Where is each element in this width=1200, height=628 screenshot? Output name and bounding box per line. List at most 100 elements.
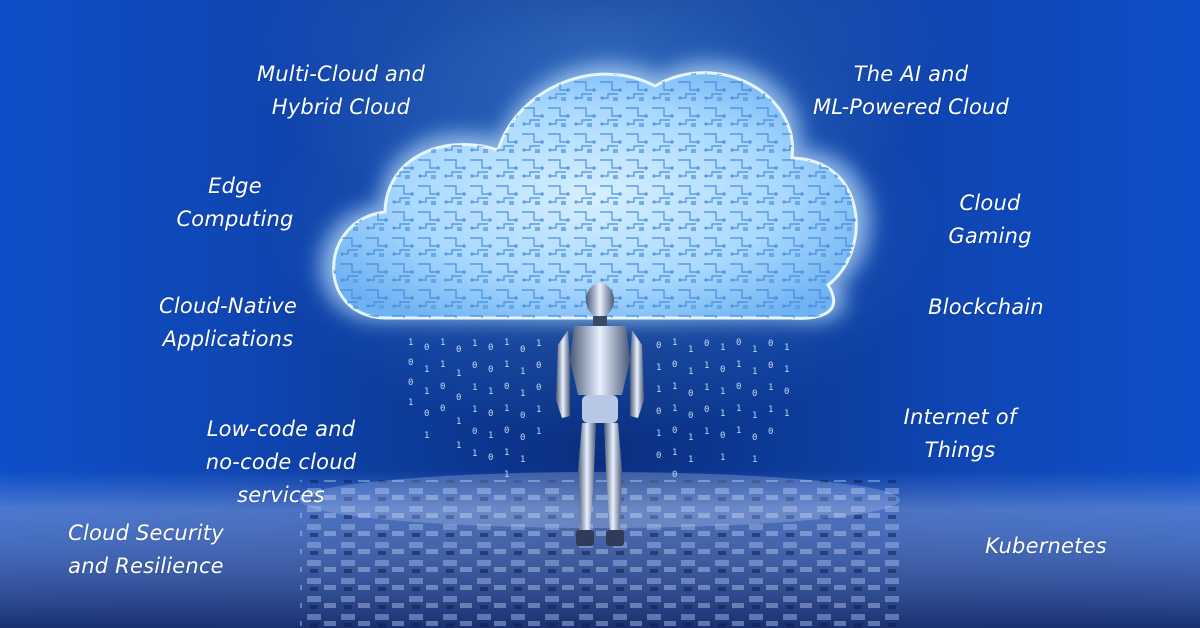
svg-text:1: 1 bbox=[736, 426, 741, 436]
svg-text:1: 1 bbox=[424, 365, 429, 375]
topic-line: ML-Powered Cloud bbox=[812, 95, 1010, 119]
svg-text:1: 1 bbox=[472, 383, 477, 393]
svg-text:1: 1 bbox=[736, 360, 741, 370]
svg-text:1: 1 bbox=[408, 398, 413, 408]
svg-text:1: 1 bbox=[688, 433, 693, 443]
svg-text:1: 1 bbox=[672, 338, 677, 348]
svg-text:1: 1 bbox=[704, 427, 709, 437]
svg-text:1: 1 bbox=[656, 363, 661, 373]
svg-text:0: 0 bbox=[752, 433, 757, 443]
topic-line: Computing bbox=[176, 207, 294, 231]
topic-line: Things bbox=[924, 438, 996, 462]
svg-text:1: 1 bbox=[424, 387, 429, 397]
topic-line: Low-code and bbox=[206, 417, 356, 441]
svg-text:1: 1 bbox=[488, 387, 493, 397]
svg-text:0: 0 bbox=[440, 404, 445, 414]
svg-text:1: 1 bbox=[504, 448, 509, 458]
svg-text:1: 1 bbox=[536, 339, 541, 349]
svg-text:1: 1 bbox=[456, 369, 461, 379]
svg-text:1: 1 bbox=[720, 453, 725, 463]
svg-text:0: 0 bbox=[488, 343, 493, 353]
svg-text:0: 0 bbox=[472, 361, 477, 371]
svg-text:1: 1 bbox=[704, 361, 709, 371]
topic-iot: Internet of Things bbox=[890, 401, 1030, 467]
topic-blockchain: Blockchain bbox=[912, 291, 1060, 324]
svg-text:0: 0 bbox=[768, 361, 773, 371]
svg-text:1: 1 bbox=[536, 427, 541, 437]
svg-text:1: 1 bbox=[672, 404, 677, 414]
topic-multi-cloud: Multi-Cloud and Hybrid Cloud bbox=[244, 58, 438, 124]
svg-text:1: 1 bbox=[656, 429, 661, 439]
svg-text:0: 0 bbox=[736, 382, 741, 392]
svg-text:0: 0 bbox=[488, 365, 493, 375]
svg-text:0: 0 bbox=[656, 341, 661, 351]
topic-line: Kubernetes bbox=[985, 534, 1107, 558]
topic-line: no-code cloud bbox=[205, 450, 357, 474]
svg-text:1: 1 bbox=[768, 383, 773, 393]
topic-line: Multi-Cloud and bbox=[256, 62, 426, 86]
svg-text:1: 1 bbox=[704, 383, 709, 393]
svg-text:1: 1 bbox=[408, 338, 413, 348]
svg-text:0: 0 bbox=[656, 407, 661, 417]
svg-text:0: 0 bbox=[424, 343, 429, 353]
topic-line: services bbox=[237, 483, 325, 507]
svg-text:0: 0 bbox=[488, 453, 493, 463]
svg-text:1: 1 bbox=[656, 385, 661, 395]
svg-text:0: 0 bbox=[408, 378, 413, 388]
svg-text:1: 1 bbox=[472, 449, 477, 459]
svg-text:0: 0 bbox=[752, 389, 757, 399]
svg-text:1: 1 bbox=[720, 343, 725, 353]
topic-low-code: Low-code and no-code cloud services bbox=[188, 413, 374, 512]
svg-text:1: 1 bbox=[784, 365, 789, 375]
svg-text:0: 0 bbox=[520, 433, 525, 443]
topic-line: Edge bbox=[208, 174, 262, 198]
topic-ai-ml: The AI and ML-Powered Cloud bbox=[798, 58, 1024, 124]
svg-text:0: 0 bbox=[456, 393, 461, 403]
svg-text:0: 0 bbox=[440, 382, 445, 392]
topic-kubernetes: Kubernetes bbox=[972, 530, 1120, 563]
binary-rain: 1 0 0 1 0 1 1 0 1 1 1 0 0 0 1 0 1 1 1 0 1 1 0 1 0 0 1 0 1 0 1 1 0 1… bbox=[408, 338, 789, 480]
svg-text:1: 1 bbox=[472, 339, 477, 349]
svg-text:0: 0 bbox=[520, 345, 525, 355]
svg-text:1: 1 bbox=[520, 389, 525, 399]
svg-text:1: 1 bbox=[456, 441, 461, 451]
svg-text:1: 1 bbox=[536, 405, 541, 415]
svg-text:1: 1 bbox=[752, 455, 757, 465]
svg-text:0: 0 bbox=[672, 426, 677, 436]
svg-text:1: 1 bbox=[440, 338, 445, 348]
svg-text:1: 1 bbox=[672, 382, 677, 392]
svg-text:1: 1 bbox=[752, 345, 757, 355]
humanoid-robot bbox=[556, 283, 644, 546]
svg-text:1: 1 bbox=[752, 411, 757, 421]
topic-line: Internet of bbox=[903, 405, 1017, 429]
svg-text:1: 1 bbox=[688, 345, 693, 355]
svg-text:1: 1 bbox=[424, 431, 429, 441]
topic-line: Cloud Security bbox=[68, 521, 224, 545]
svg-text:1: 1 bbox=[488, 431, 493, 441]
svg-text:0: 0 bbox=[704, 339, 709, 349]
svg-text:0: 0 bbox=[704, 405, 709, 415]
svg-text:1: 1 bbox=[456, 417, 461, 427]
svg-text:1: 1 bbox=[688, 455, 693, 465]
svg-text:1: 1 bbox=[688, 367, 693, 377]
topic-cloud-security: Cloud Security and Resilience bbox=[56, 517, 236, 583]
svg-text:0: 0 bbox=[656, 451, 661, 461]
svg-text:0: 0 bbox=[488, 409, 493, 419]
svg-text:1: 1 bbox=[504, 360, 509, 370]
svg-text:1: 1 bbox=[520, 455, 525, 465]
topic-cloud-gaming: Cloud Gaming bbox=[930, 187, 1050, 253]
svg-text:1: 1 bbox=[440, 360, 445, 370]
svg-text:1: 1 bbox=[504, 404, 509, 414]
svg-text:0: 0 bbox=[720, 365, 725, 375]
topic-line: Cloud-Native bbox=[159, 294, 297, 318]
svg-text:1: 1 bbox=[720, 387, 725, 397]
svg-text:0: 0 bbox=[768, 427, 773, 437]
svg-text:0: 0 bbox=[536, 383, 541, 393]
svg-text:0: 0 bbox=[504, 382, 509, 392]
svg-text:0: 0 bbox=[472, 427, 477, 437]
svg-text:0: 0 bbox=[536, 361, 541, 371]
topic-cloud-native: Cloud-Native Applications bbox=[140, 290, 316, 356]
svg-text:0: 0 bbox=[784, 387, 789, 397]
